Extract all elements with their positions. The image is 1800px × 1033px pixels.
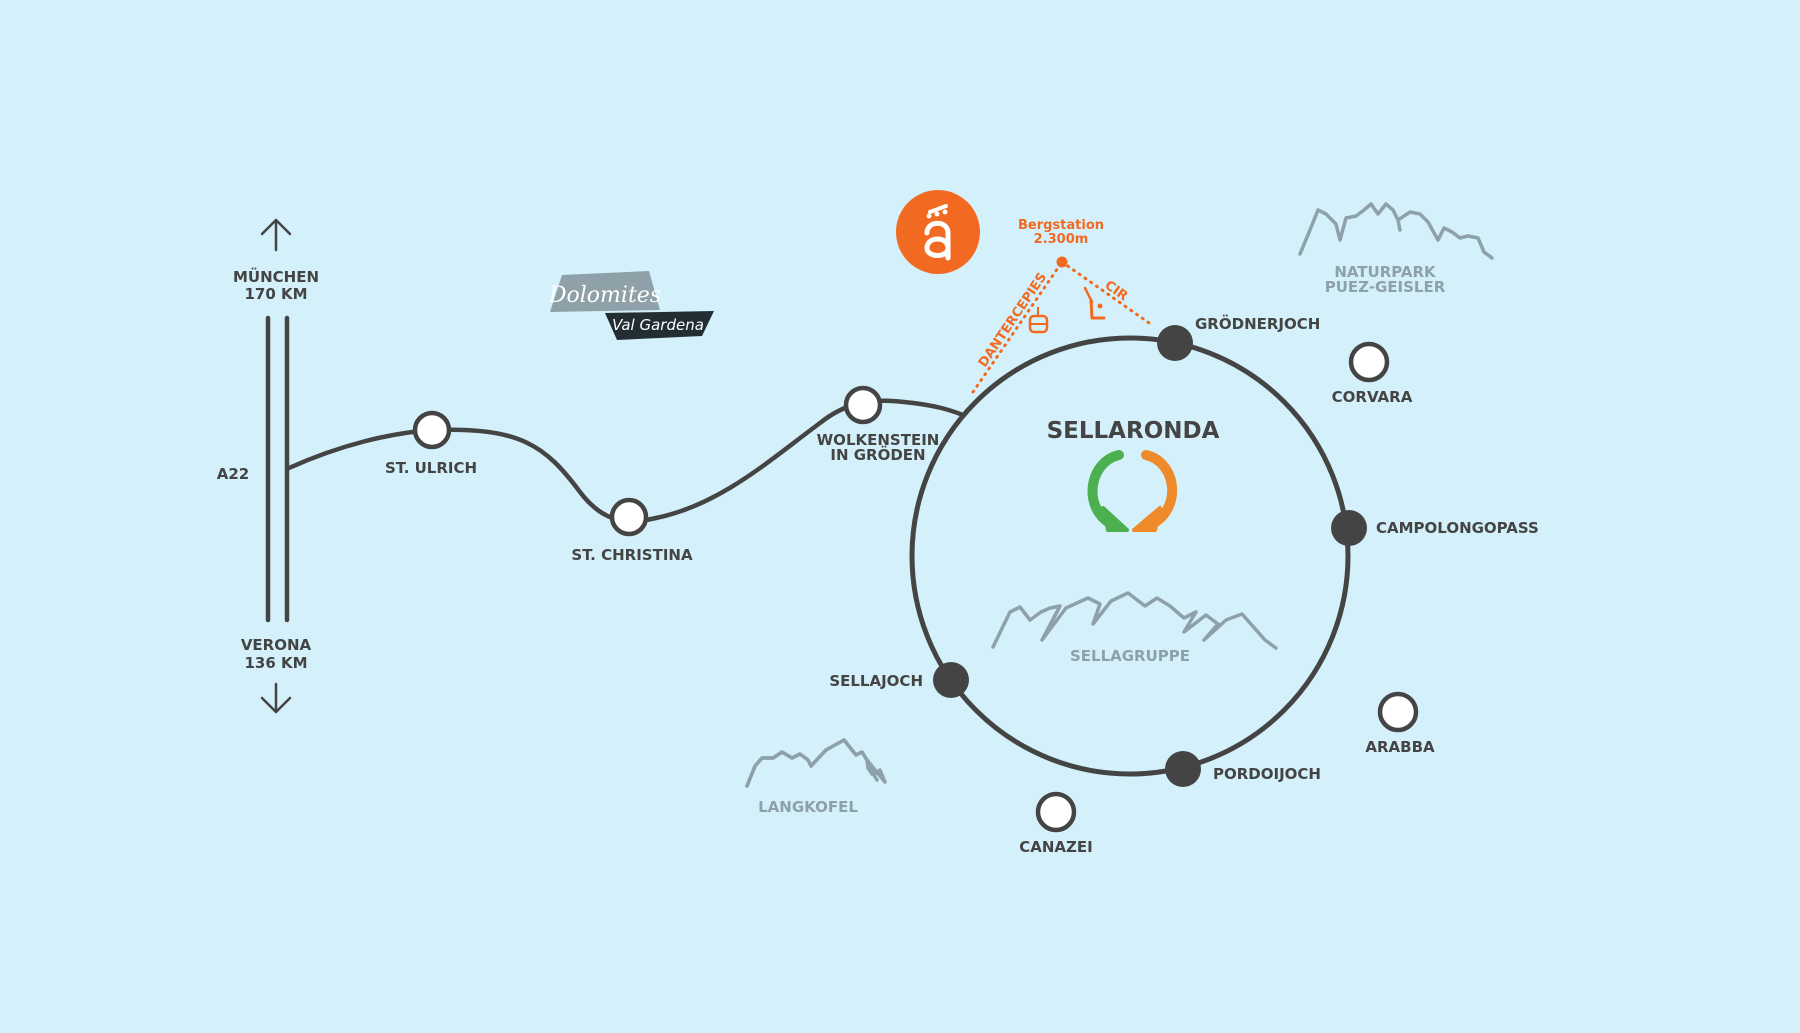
naturpark-label-2: PUEZ-GEISLER bbox=[1325, 278, 1446, 296]
sellagruppe-mountain-icon bbox=[991, 591, 1278, 650]
gondola-cabin-icon bbox=[1028, 307, 1049, 334]
pordoijoch-label: PORDOIJOCH bbox=[1213, 765, 1321, 783]
sellagruppe-label: SELLAGRUPPE bbox=[1070, 647, 1190, 665]
val-gardena-banner bbox=[605, 311, 714, 340]
langkofel-label: LANGKOFEL bbox=[758, 798, 858, 816]
south-distance-label: 136 KM bbox=[244, 654, 307, 672]
dantercepies-logo-icon[interactable] bbox=[896, 190, 980, 274]
dolomites-banner bbox=[550, 271, 660, 312]
arrow-down-icon bbox=[260, 682, 292, 714]
langkofel-mountain-outline bbox=[745, 738, 879, 788]
groednerjoch-label: GRÖDNERJOCH bbox=[1195, 314, 1320, 333]
stop-st-christina[interactable] bbox=[609, 497, 649, 537]
puez-geisler-mountain-icon bbox=[1298, 202, 1494, 260]
naturpark-label-1: NATURPARK bbox=[1334, 263, 1437, 281]
pass-campolongopass[interactable] bbox=[1331, 510, 1367, 546]
corvara-label: CORVARA bbox=[1332, 388, 1413, 406]
north-city-label: MÜNCHEN bbox=[233, 267, 319, 286]
sellaronda-title: SELLARONDA bbox=[1047, 418, 1220, 444]
stop-wolkenstein[interactable] bbox=[843, 385, 883, 425]
wolkenstein-label-1: WOLKENSTEIN bbox=[817, 431, 940, 449]
arrow-up-icon bbox=[260, 218, 292, 252]
wolkenstein-label-2: IN GRÖDEN bbox=[830, 445, 925, 464]
gondola-line bbox=[971, 260, 1064, 394]
pass-sellajoch[interactable] bbox=[933, 662, 969, 698]
rotation-arrows-icon bbox=[1087, 450, 1178, 532]
bergstation-label: Bergstation bbox=[1018, 218, 1104, 233]
highway-a22: MÜNCHEN 170 KM VERONA 136 KM A22 bbox=[217, 218, 319, 714]
brand-line1: Dolomites bbox=[548, 283, 661, 308]
lifts: Bergstation 2.300m DANTERCEPIES CIR bbox=[971, 218, 1154, 394]
south-city-label: VERONA bbox=[241, 636, 312, 654]
bergstation-point[interactable] bbox=[1056, 256, 1068, 268]
town-corvara[interactable] bbox=[1348, 341, 1390, 383]
sellajoch-label: SELLAJOCH bbox=[829, 672, 923, 690]
canazei-label: CANAZEI bbox=[1019, 838, 1092, 856]
town-canazei[interactable] bbox=[1035, 791, 1077, 833]
sellaronda-loop bbox=[909, 335, 1351, 777]
bergstation-altitude: 2.300m bbox=[1034, 232, 1089, 247]
pass-pordoijoch[interactable] bbox=[1165, 751, 1201, 787]
stop-st-ulrich[interactable] bbox=[412, 410, 452, 450]
town-arabba[interactable] bbox=[1377, 691, 1419, 733]
arabba-label: ARABBA bbox=[1365, 738, 1435, 756]
dolomites-val-gardena-logo: Dolomites Val Gardena bbox=[548, 271, 714, 340]
highway-name-label: A22 bbox=[217, 465, 249, 483]
brand-line2: Val Gardena bbox=[612, 316, 704, 334]
campolongopass-label: CAMPOLONGOPASS bbox=[1376, 519, 1539, 537]
st-christina-label: ST. CHRISTINA bbox=[571, 546, 693, 564]
chairlift-seat-icon bbox=[1083, 286, 1106, 320]
pass-groednerjoch[interactable] bbox=[1157, 325, 1193, 361]
chairlift-label: CIR bbox=[1102, 278, 1131, 304]
chairlift-line bbox=[1060, 260, 1154, 327]
st-ulrich-label: ST. ULRICH bbox=[385, 459, 477, 477]
north-distance-label: 170 KM bbox=[244, 285, 307, 303]
